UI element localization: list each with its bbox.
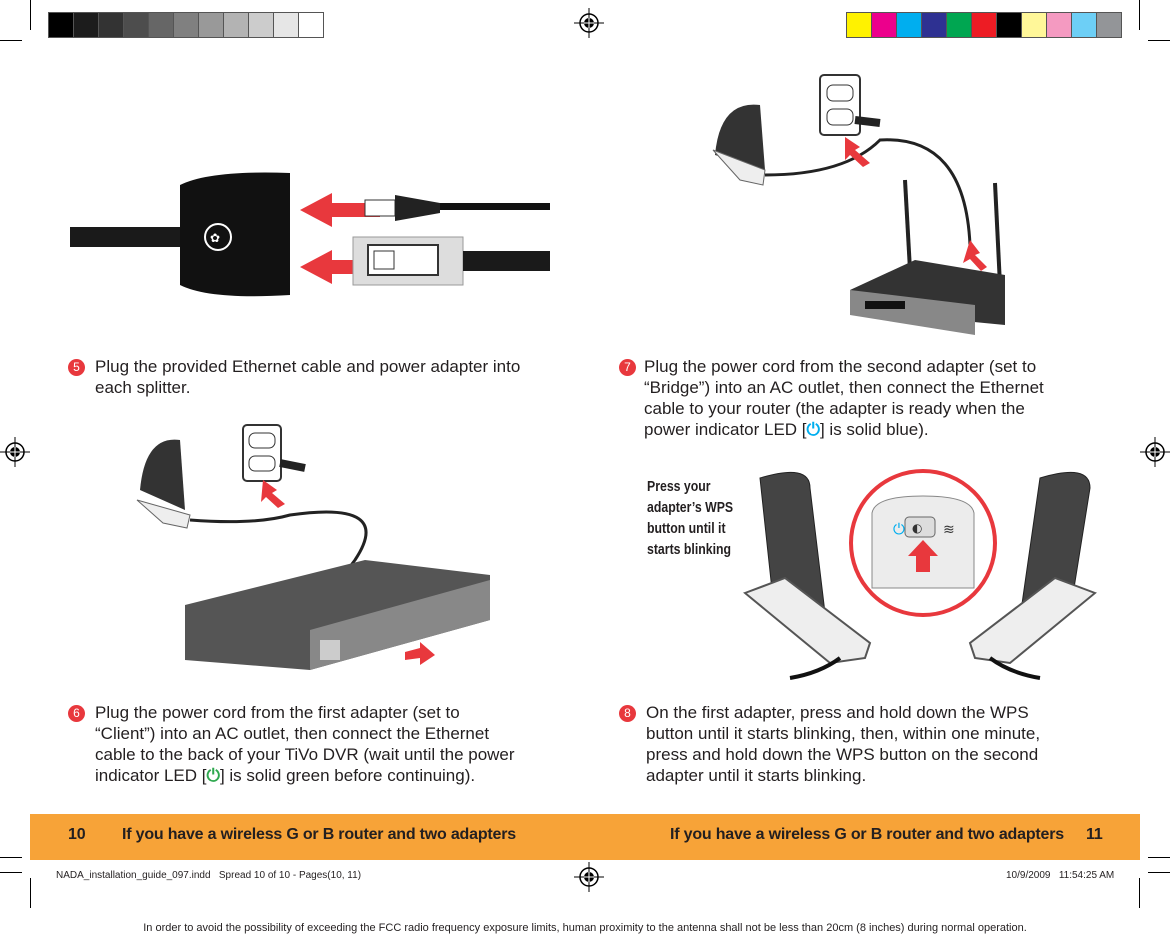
step-number: 5 — [68, 359, 85, 376]
callout-line: Press your — [647, 478, 711, 495]
color-swatch — [223, 12, 249, 38]
step-text-line: ] is solid blue). — [819, 420, 929, 439]
color-swatch — [1096, 12, 1122, 38]
step-5: 5 Plug the provided Ethernet cable and po… — [68, 356, 568, 398]
step-number: 7 — [619, 359, 636, 376]
color-swatch — [971, 12, 997, 38]
step-text: Plug the provided Ethernet cable and pow… — [95, 357, 521, 397]
step-text-line: indicator LED [ — [95, 766, 207, 785]
svg-text:⏻: ⏻ — [893, 520, 905, 538]
color-swatch — [48, 12, 74, 38]
step-text-line: “Bridge”) into an AC outlet, then connec… — [644, 378, 1044, 397]
power-led-green-icon: ⏻ — [206, 766, 220, 786]
step-6: 6 Plug the power cord from the first ada… — [68, 702, 568, 787]
step-8: 8 On the first adapter, press and hold d… — [619, 702, 1139, 786]
color-swatch — [98, 12, 124, 38]
color-swatch — [173, 12, 199, 38]
step-text-line: cable to the back of your TiVo DVR (wait… — [95, 745, 515, 764]
wps-callout: Press your adapter’s WPS button until it… — [647, 476, 745, 560]
step-7: 7 Plug the power cord from the second ad… — [619, 356, 1139, 441]
color-swatch — [896, 12, 922, 38]
slug-right: 10/9/2009 11:54:25 AM — [1006, 870, 1115, 881]
router-illustration — [712, 74, 1005, 335]
registration-target-icon — [574, 8, 604, 38]
step-text-line: cable to your router (the adapter is rea… — [644, 399, 1025, 418]
step-text-line: Plug the power cord from the second adap… — [644, 357, 1037, 376]
step-text-line: ] is solid green before continuing). — [219, 766, 476, 785]
registration-target-icon — [574, 862, 604, 892]
color-swatch — [148, 12, 174, 38]
color-swatch — [298, 12, 324, 38]
svg-text:◐: ◐ — [912, 521, 922, 535]
color-swatch — [273, 12, 299, 38]
step-text-line: power indicator LED [ — [644, 420, 807, 439]
color-swatch — [846, 12, 872, 38]
step-number: 8 — [619, 705, 636, 722]
color-swatch — [248, 12, 274, 38]
step-text-line: press and hold down the WPS button on th… — [646, 745, 1039, 764]
color-swatch — [73, 12, 99, 38]
footer-bar — [30, 814, 1140, 860]
color-swatch — [198, 12, 224, 38]
color-swatch — [946, 12, 972, 38]
callout-line: adapter’s WPS — [647, 499, 734, 516]
registration-target-icon — [0, 437, 30, 467]
splitter-illustration: ✿ — [70, 172, 550, 297]
wps-adapters-illustration: ⏻ ◐ ≋ — [743, 469, 1097, 680]
color-swatch — [871, 12, 897, 38]
svg-text:✿: ✿ — [210, 231, 220, 245]
step-text-line: adapter until it starts blinking. — [646, 766, 867, 785]
right-page-number: 11 — [1086, 826, 1103, 843]
right-running-title: If you have a wireless G or B router and… — [670, 826, 1064, 843]
step-text-line: button until it starts blinking, then, w… — [646, 724, 1041, 743]
color-swatch — [1071, 12, 1097, 38]
left-page-number: 10 — [68, 826, 86, 843]
callout-line: starts blinking — [647, 541, 732, 558]
power-led-blue-icon: ⏻ — [806, 420, 820, 440]
step-number: 6 — [68, 705, 85, 722]
left-running-title: If you have a wireless G or B router and… — [122, 826, 516, 843]
color-swatch — [1046, 12, 1072, 38]
step-text-line: “Client”) into an AC outlet, then connec… — [95, 724, 490, 743]
registration-target-icon — [1140, 437, 1170, 467]
fcc-notice: In order to avoid the possibility of exc… — [143, 922, 1027, 934]
slug-left: NADA_installation_guide_097.indd Spread … — [56, 870, 362, 881]
color-swatch — [1021, 12, 1047, 38]
step-text-line: On the first adapter, press and hold dow… — [646, 703, 1029, 722]
color-swatch — [921, 12, 947, 38]
step-text-line: Plug the power cord from the first adapt… — [95, 703, 460, 722]
callout-line: button until it — [647, 520, 726, 537]
dvr-illustration — [136, 424, 490, 670]
svg-text:≋: ≋ — [943, 522, 955, 538]
color-swatch — [996, 12, 1022, 38]
color-swatch — [123, 12, 149, 38]
